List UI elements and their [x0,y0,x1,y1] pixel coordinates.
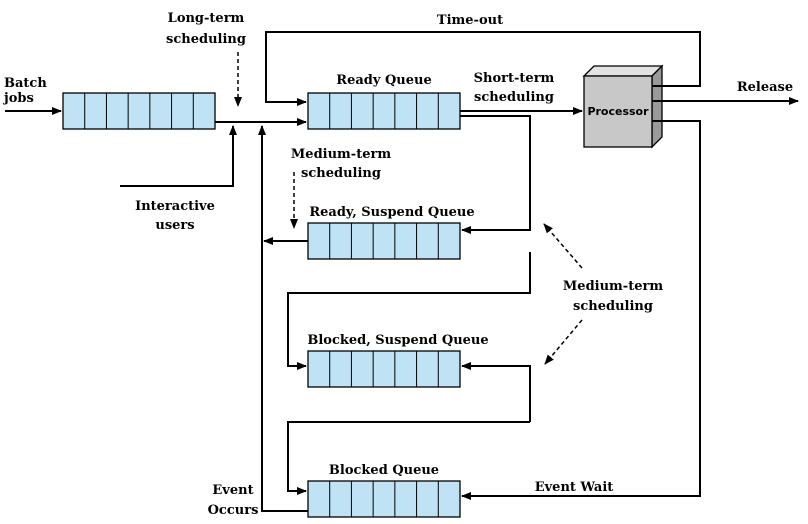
blocked-suspend-to-blocked-arrow [287,421,530,495]
batch-queue-body [62,92,216,130]
medium-term-up-dashed-arrow [543,223,583,269]
blocked-to-blocked-suspend-arrow [461,362,531,422]
medium-term-down-dashed-arrow [544,319,583,365]
long-term-scheduling-label-1: Long-term [168,11,245,26]
processor-label: Processor [587,105,649,118]
time-out-arrow [265,31,701,106]
ready-queue [307,92,461,130]
ready-suspend-queue [307,222,461,260]
ready-suspend-queue-label: Ready, Suspend Queue [309,205,474,220]
short-term-scheduling-label-2: scheduling [474,90,554,105]
event-occurs-label-2: Occurs [208,503,259,518]
short-term-scheduling-label-1: Short-term [474,71,555,86]
ready-suspend-loop-arrow [287,252,531,370]
blocked-suspend-queue-body [307,350,461,388]
ready-suspend-queue-body [307,222,461,260]
medium-term-right-label-2: scheduling [573,299,653,314]
event-occurs-label-1: Event [212,483,253,498]
interactive-users-label-1: Interactive [135,199,215,214]
blocked-queue-body [307,480,461,518]
blocked-suspend-queue [307,350,461,388]
event-wait-arrow [461,120,701,500]
processor-box: Processor [582,64,664,149]
blocked-queue-label: Blocked Queue [329,463,439,478]
blocked-suspend-queue-label: Blocked, Suspend Queue [307,333,488,348]
ready-to-ready-suspend-arrow [460,115,531,234]
blocked-queue [307,480,461,518]
interactive-users-label-2: users [155,218,194,233]
connectors [5,31,799,512]
medium-term-top-label-1: Medium-term [291,147,391,162]
medium-term-top-label-2: scheduling [301,166,381,181]
ready-queue-label: Ready Queue [336,73,431,88]
interactive-users-arrow [120,125,237,187]
batch-queue [62,92,216,130]
medium-term-right-label-1: Medium-term [563,279,663,294]
time-out-label: Time-out [437,13,503,28]
processor-face [583,75,653,148]
batch-jobs-label-1: Batch [4,76,47,91]
batch-jobs-label-2: jobs [3,91,34,106]
release-label: Release [737,80,793,95]
ready-queue-body [307,92,461,130]
event-wait-label: Event Wait [535,480,614,495]
long-term-scheduling-label-2: scheduling [166,32,246,47]
